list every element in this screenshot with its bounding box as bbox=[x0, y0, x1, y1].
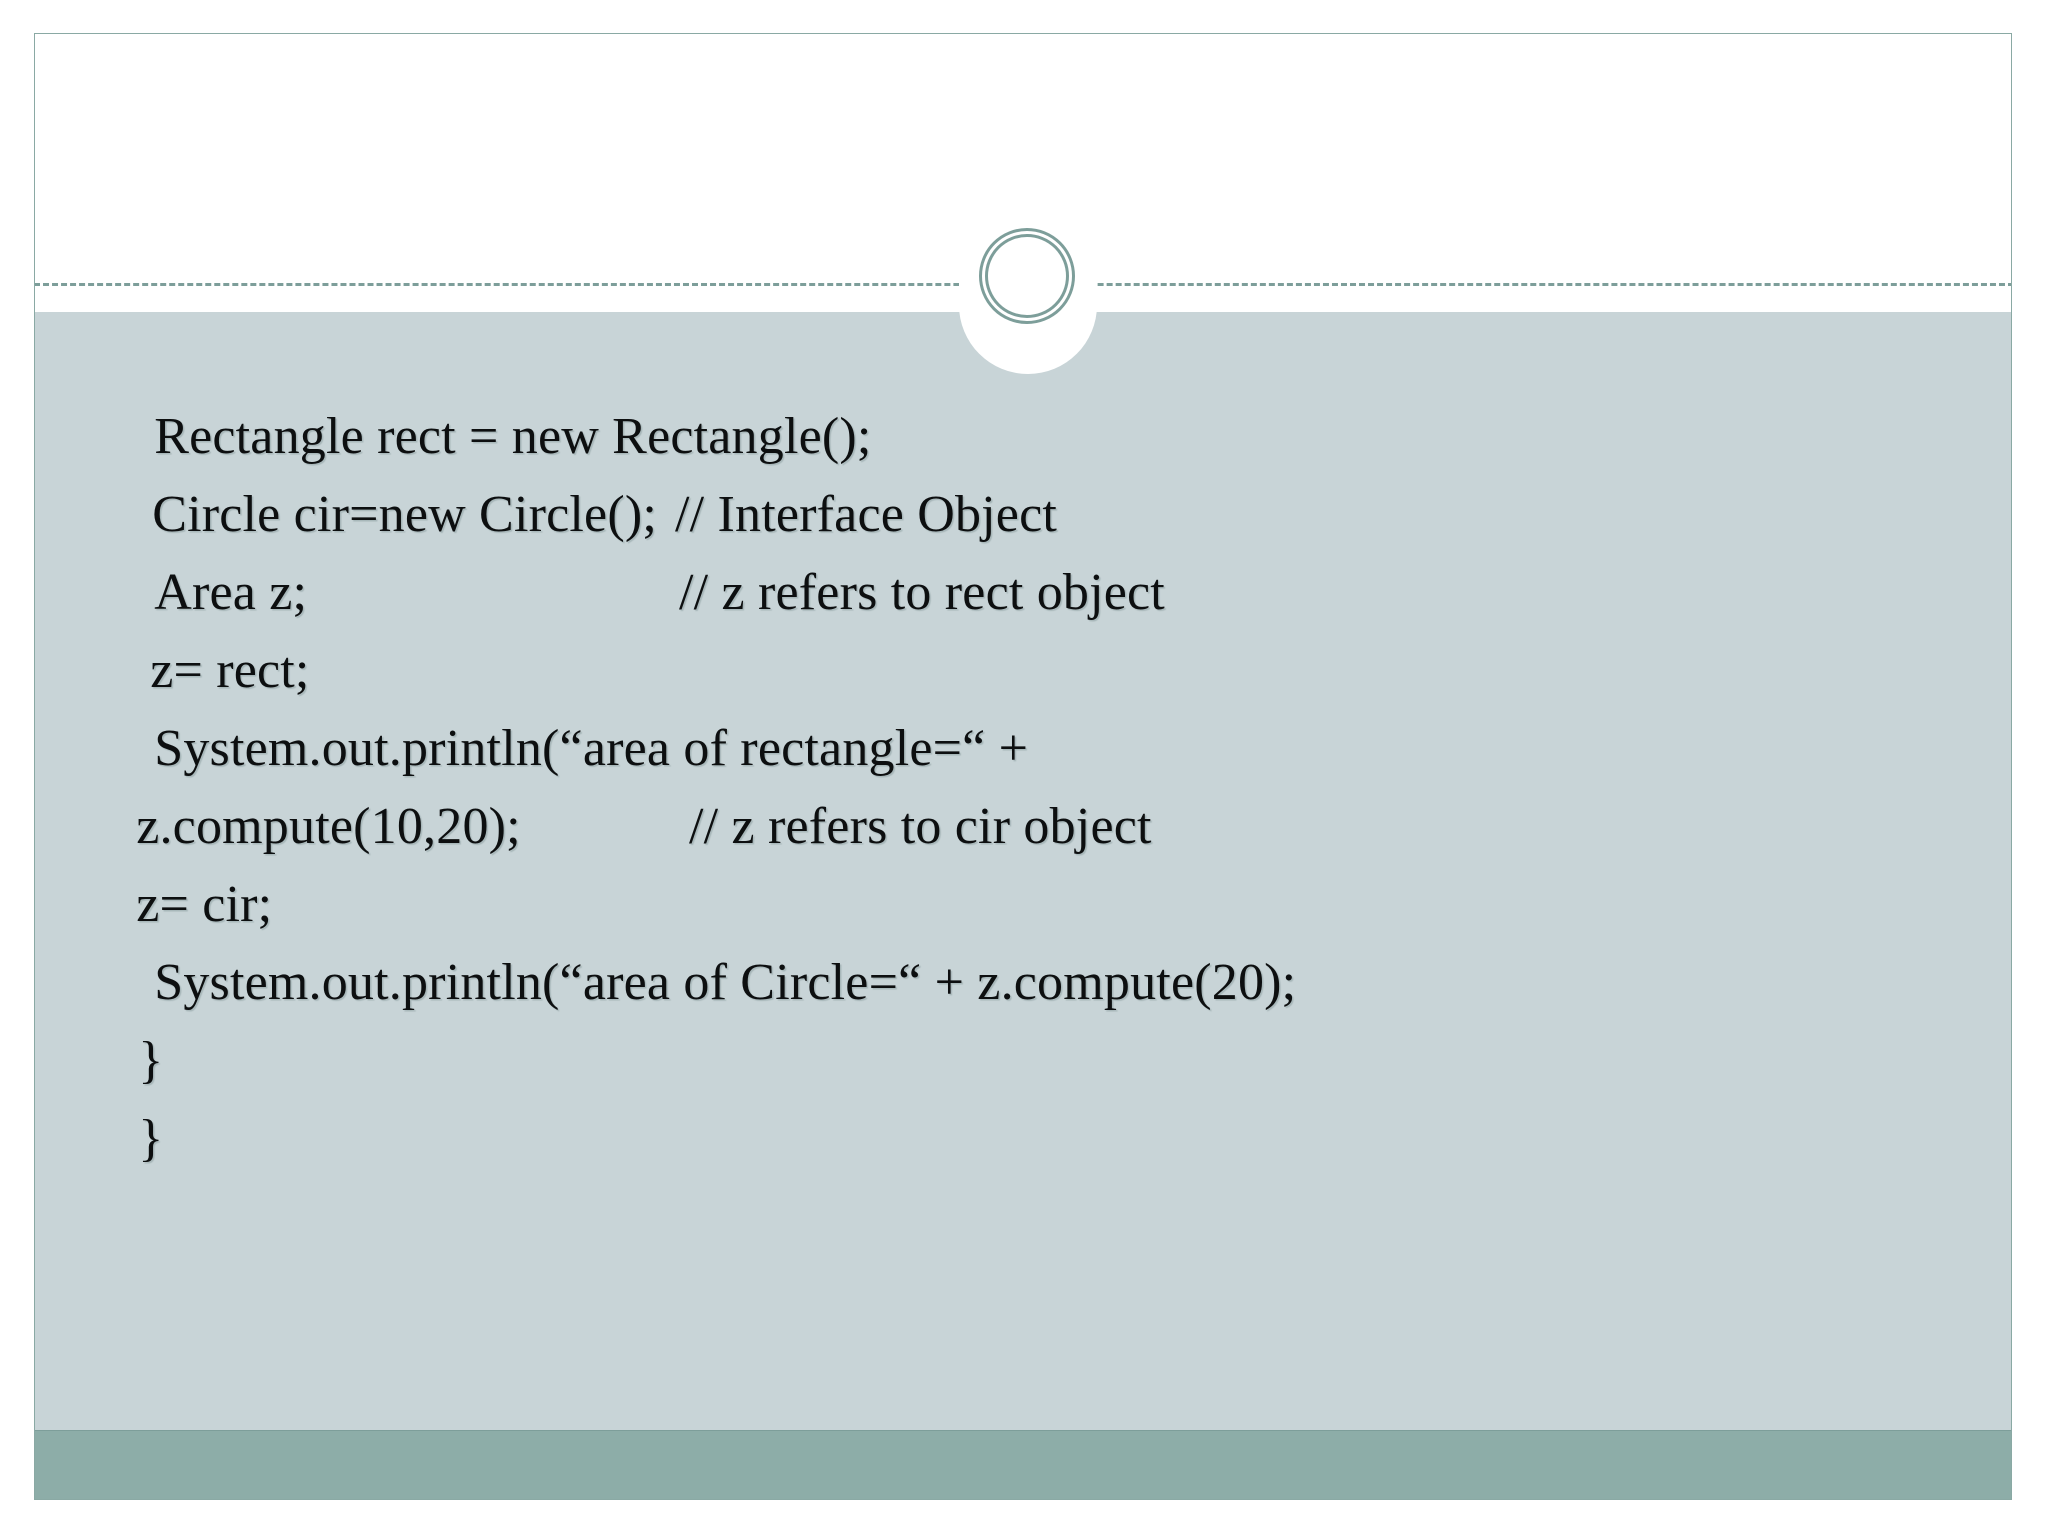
code-line: } bbox=[35, 944, 2011, 1089]
code-line: z= rect; // z refers to rect object bbox=[35, 554, 2011, 699]
content-panel bbox=[35, 250, 2011, 1431]
code-line: z.compute(10,20); bbox=[35, 710, 2011, 855]
code-line: Circle cir=new Circle(); bbox=[35, 398, 2011, 543]
code-line: System.out.println(“area of rectangle=“ … bbox=[35, 632, 2011, 777]
code-comment: // Interface Object bbox=[675, 486, 1058, 543]
code-comment: // z refers to rect object bbox=[679, 564, 1165, 621]
ring-outer-icon bbox=[979, 228, 1075, 324]
code-line: } bbox=[35, 1022, 2011, 1167]
code-line: Area z; // Interface Object bbox=[35, 476, 2011, 621]
code-text: } bbox=[138, 1032, 164, 1089]
code-line: Rectangle rect = new Rectangle(); bbox=[35, 320, 2011, 465]
code-text: System.out.println(“area of Circle=“ + z… bbox=[154, 954, 1297, 1011]
double-ring-circle-icon bbox=[979, 228, 1079, 328]
code-comment: // z refers to cir object bbox=[689, 798, 1152, 855]
code-line: z= cir; // z refers to cir object bbox=[35, 788, 2011, 933]
slide-canvas: Rectangle rect = new Rectangle(); Circle… bbox=[34, 33, 2012, 1500]
code-text: Circle cir=new Circle(); bbox=[152, 486, 657, 543]
code-text: } bbox=[138, 1110, 164, 1167]
footer-accent-bar bbox=[35, 1430, 2011, 1499]
code-text: z= cir; bbox=[136, 876, 273, 933]
code-text: z.compute(10,20); bbox=[136, 798, 521, 855]
code-text: Rectangle rect = new Rectangle(); bbox=[154, 408, 872, 465]
code-body[interactable]: Rectangle rect = new Rectangle(); Circle… bbox=[35, 312, 2011, 1431]
ring-inner-icon bbox=[985, 234, 1069, 318]
code-text: System.out.println(“area of rectangle=“ … bbox=[154, 720, 1029, 777]
code-text: Area z; bbox=[154, 564, 308, 621]
code-text: z= rect; bbox=[150, 642, 310, 699]
code-line: System.out.println(“area of Circle=“ + z… bbox=[35, 866, 2011, 1011]
